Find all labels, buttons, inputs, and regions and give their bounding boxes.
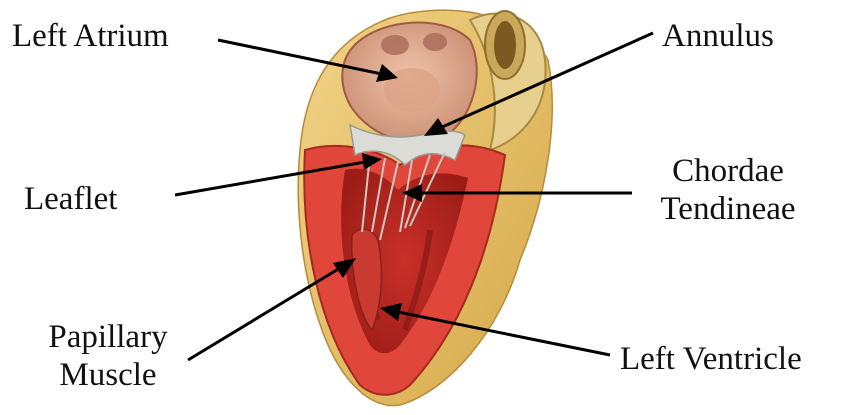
label-annulus: Annulus [662, 17, 774, 55]
label-chordae-line2: Tendineae [640, 190, 816, 228]
label-papillary-muscle: Papillary Muscle [28, 318, 188, 394]
label-left-atrium: Left Atrium [12, 17, 169, 55]
label-chordae-tendineae: Chordae Tendineae [640, 152, 816, 228]
label-papillary-line1: Papillary [28, 318, 188, 356]
label-papillary-line2: Muscle [28, 356, 188, 394]
label-leaflet: Leaflet [24, 180, 117, 218]
label-left-ventricle: Left Ventricle [620, 340, 802, 378]
label-chordae-line1: Chordae [640, 152, 816, 190]
